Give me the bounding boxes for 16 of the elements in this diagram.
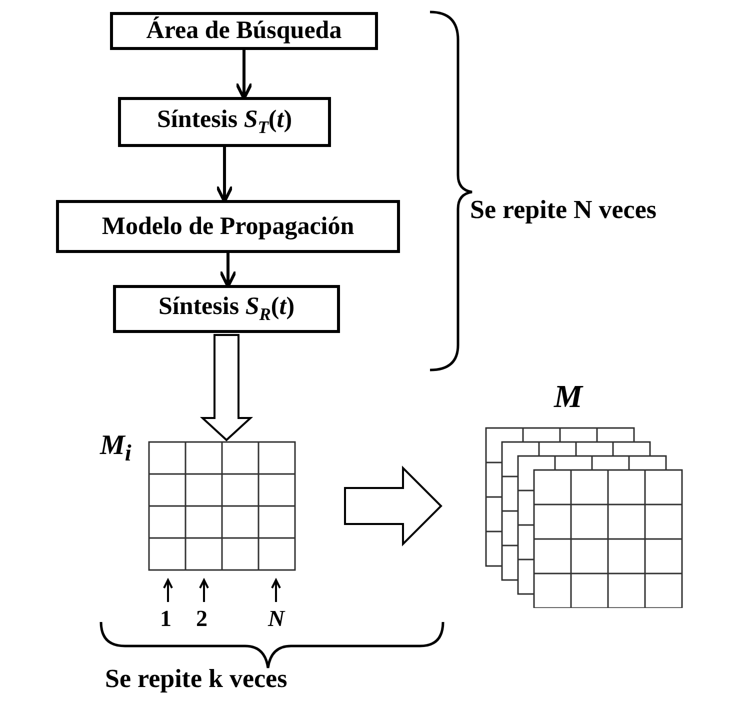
- arrow: [219, 253, 237, 288]
- matrix-label: M: [554, 378, 582, 415]
- arrow: [235, 50, 253, 100]
- matrix-label: M$_{i}$: [100, 430, 132, 468]
- process-box: Modelo de Propagación: [56, 200, 400, 253]
- block-arrow: [200, 334, 254, 442]
- column-number: 1: [160, 606, 172, 632]
- process-box: Área de Búsqueda: [110, 12, 378, 50]
- column-number: 2: [196, 606, 208, 632]
- column-number: N: [268, 606, 285, 632]
- arrow: [216, 147, 234, 203]
- brace-label: Se repite k veces: [105, 664, 288, 694]
- brace-label: Se repite N veces: [470, 195, 657, 225]
- process-box: Síntesis S$_{T}$(t): [118, 97, 331, 147]
- process-box: Síntesis S$_{R}$(t): [113, 285, 340, 333]
- block-arrow: [344, 466, 442, 546]
